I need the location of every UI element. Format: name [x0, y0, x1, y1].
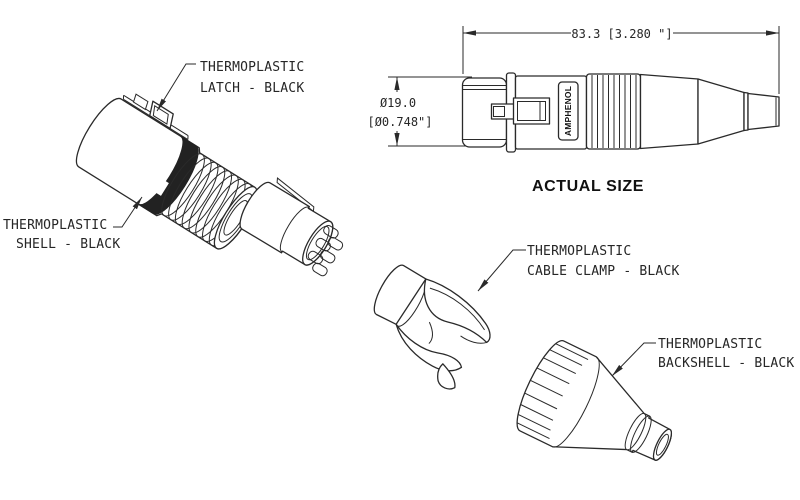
length-dimension-text: 83.3 [3.280 "]: [571, 27, 672, 41]
diameter-in-text: [Ø0.748"]: [367, 115, 432, 129]
latch-button: [512, 97, 551, 125]
callouts: THERMOPLASTIC LATCH - BLACK THERMOPLASTI…: [3, 60, 794, 377]
boot-tip: [747, 92, 780, 131]
insert-step-edge: [279, 206, 310, 253]
shell-threads: [161, 153, 253, 247]
backshell-ring-edge: [552, 356, 600, 448]
insert-drawing: [239, 177, 344, 277]
backshell-drawing: [516, 340, 673, 461]
backshell-tip-face: [652, 428, 673, 461]
shell-band-highlight: [153, 178, 169, 196]
brand-text: AMPHENOL: [563, 86, 573, 136]
backshell-knurl-ribs: [516, 343, 589, 440]
latch-label-line2: LATCH - BLACK: [200, 81, 304, 96]
shell-leader-line: [113, 196, 143, 228]
solder-contacts: [307, 225, 344, 277]
cable-clamp-drawing: [373, 264, 491, 390]
shell-label-line2: SHELL - BLACK: [16, 237, 120, 252]
shell-drawing: [75, 93, 258, 250]
boot-cone: [697, 78, 745, 145]
clamp-base: [373, 264, 427, 325]
clamp-arm-line: [429, 287, 485, 331]
latch-label-line1: THERMOPLASTIC: [200, 60, 304, 75]
backshell-leader-line: [611, 342, 656, 377]
latch-button-3d-inner: [152, 105, 169, 125]
brand-plate: [557, 81, 579, 141]
backshell-label-line2: BACKSHELL - BLACK: [658, 356, 794, 371]
latch-leader-line: [156, 63, 196, 112]
clamp-arm-lip: [460, 335, 487, 344]
shell-label-line1: THERMOPLASTIC: [3, 218, 107, 233]
latch-tab-detail: [493, 106, 505, 117]
clamp-upper-arm: [423, 278, 491, 344]
assembled-connector-view: 83.3 [3.280 "] Ø19.0 [Ø0.748"] AMPHENOL …: [367, 26, 780, 195]
clamp-prong: [437, 363, 456, 390]
backshell-tip-bore: [655, 433, 669, 456]
knurl-ribs: [591, 75, 637, 148]
insert-rear-inner: [305, 225, 330, 261]
backshell-label-line1: THERMOPLASTIC: [658, 337, 762, 352]
boot-section: [639, 73, 699, 150]
diameter-extension-lines: [388, 76, 472, 147]
cable-clamp-leader-line: [477, 249, 526, 292]
actual-size-caption: ACTUAL SIZE: [532, 178, 644, 195]
insert-rear-face: [302, 220, 334, 266]
clamp-lower-jaw: [395, 323, 463, 372]
barrel-detail-lines: [463, 85, 506, 140]
clamp-slot-line: [428, 321, 434, 344]
cable-clamp-label-line1: THERMOPLASTIC: [527, 244, 631, 259]
cable-clamp-label-line2: CABLE CLAMP - BLACK: [527, 264, 680, 279]
backshell-neck-ring-2: [630, 415, 652, 453]
latch-window: [132, 93, 149, 111]
latch-button-inner: [517, 101, 546, 121]
diameter-mm-text: Ø19.0: [380, 96, 416, 110]
